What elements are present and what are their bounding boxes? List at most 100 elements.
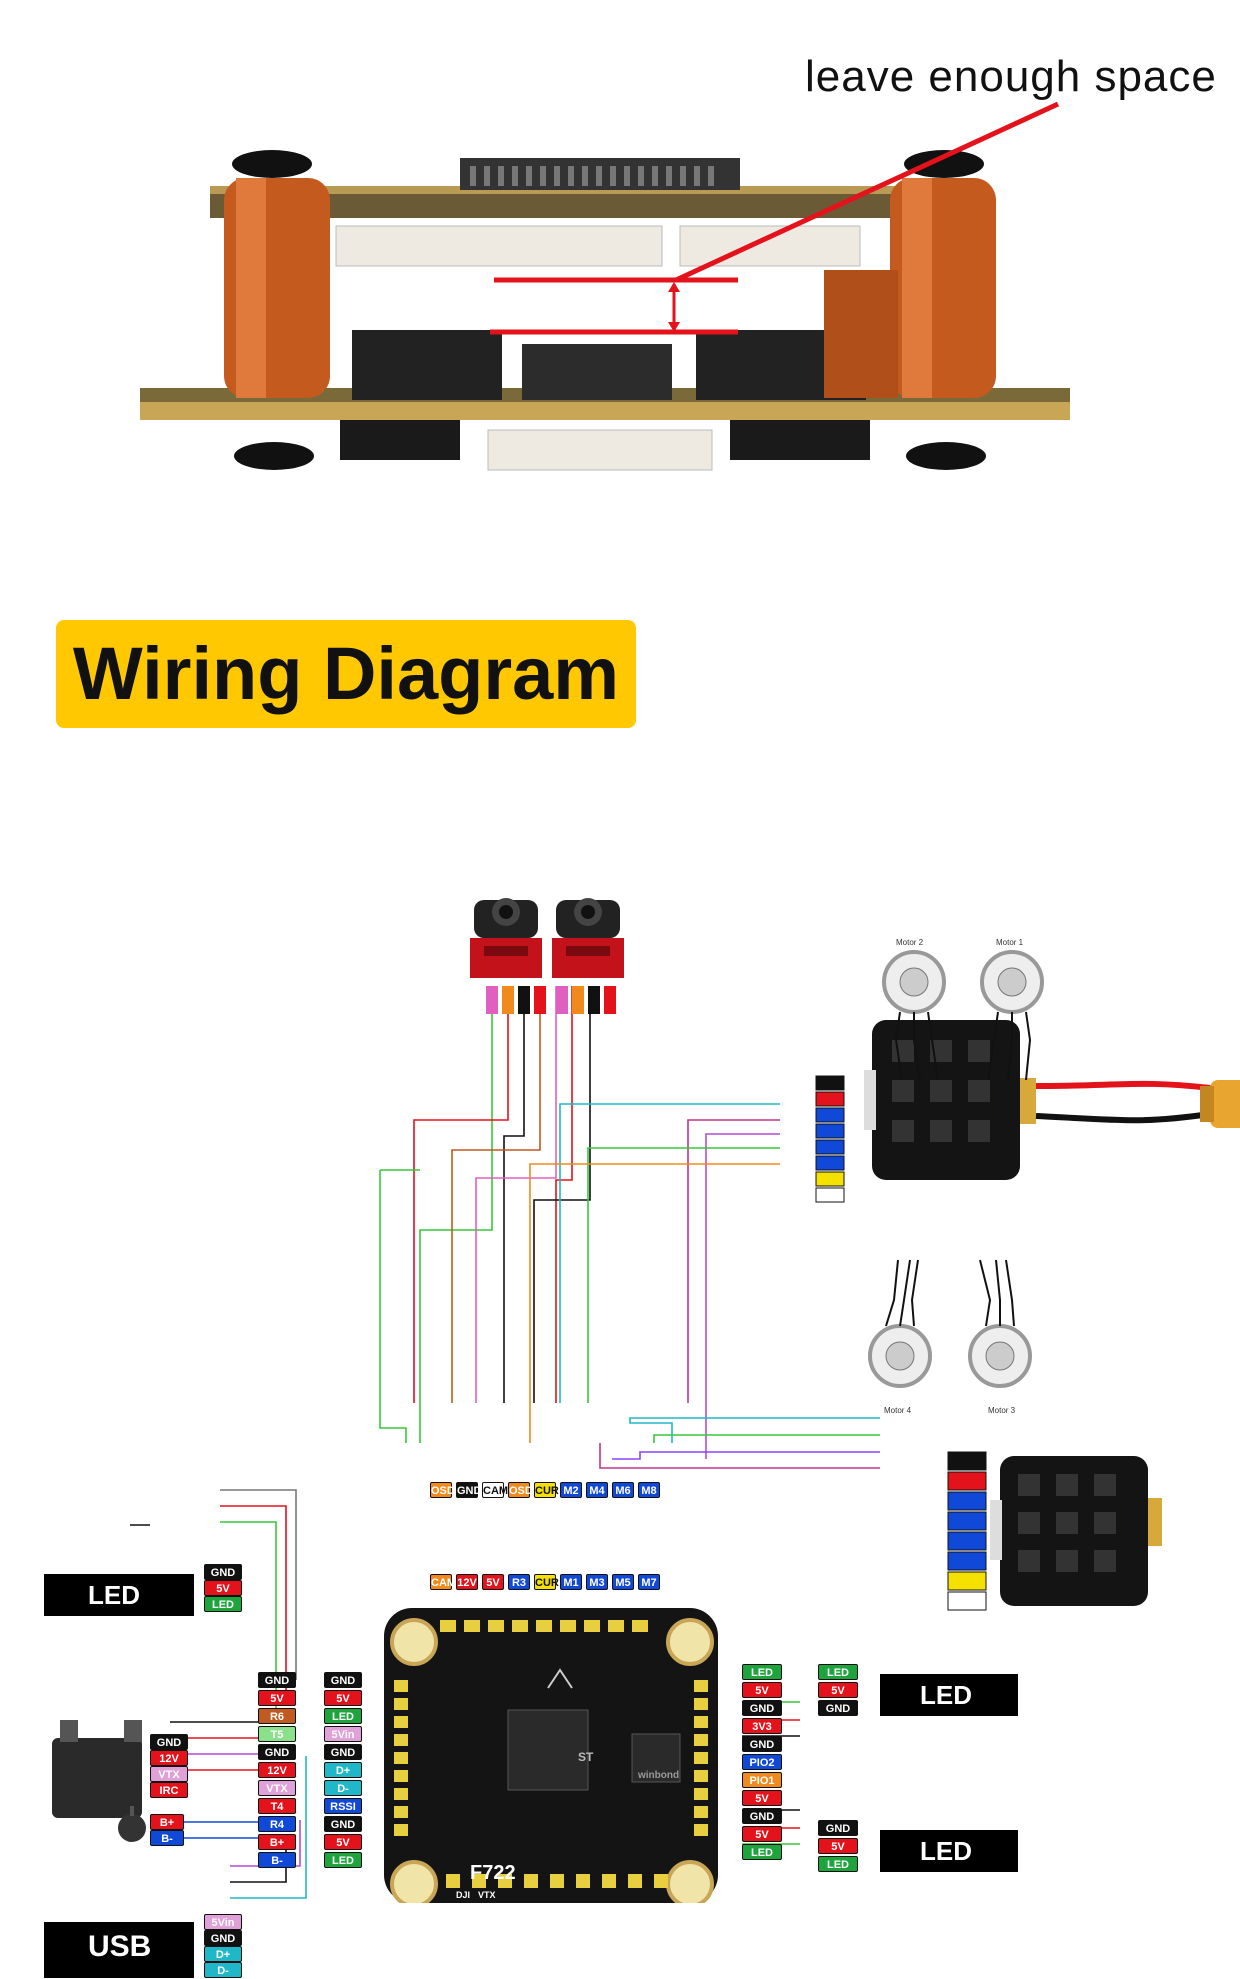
vtx-pin-4: IRC bbox=[150, 1782, 188, 1798]
led-left-label: LED bbox=[88, 1580, 140, 1610]
led-right-1-pin-1: LED bbox=[818, 1664, 858, 1680]
fc-left-pad-5: GND bbox=[324, 1744, 362, 1760]
camera-2 bbox=[470, 898, 542, 978]
mcu-chip-label: ST bbox=[578, 1750, 594, 1764]
usb-pin-1: 5Vin bbox=[204, 1914, 242, 1930]
fc-bottom-pad-7: M3 bbox=[586, 1574, 608, 1590]
motor-1-label: Motor 1 bbox=[996, 938, 1024, 947]
motor-2 bbox=[882, 950, 946, 1081]
led-right-1-pin-2: 5V bbox=[818, 1682, 858, 1698]
led-right-1-pin-3: GND bbox=[818, 1700, 858, 1716]
rx-pad-5: GND bbox=[258, 1744, 296, 1760]
buzzer-pin-2: B- bbox=[150, 1830, 184, 1846]
esc-top-pins bbox=[815, 1075, 845, 1203]
motor-1 bbox=[980, 950, 1044, 1081]
annotation-text: leave enough space bbox=[805, 52, 1217, 101]
fc-top-pad-8: M6 bbox=[612, 1482, 634, 1498]
fc-left-pad-4: 5Vin bbox=[324, 1726, 362, 1742]
fc-top-pad-6: M2 bbox=[560, 1482, 582, 1498]
led-right-2-pin-1: GND bbox=[818, 1820, 858, 1836]
fc-right-pad-3: GND bbox=[742, 1700, 782, 1716]
fc-right-pad-5: GND bbox=[742, 1736, 782, 1752]
flash-chip-label: winbond bbox=[638, 1770, 680, 1781]
motor-4 bbox=[868, 1259, 932, 1388]
page-title: Wiring Diagram bbox=[72, 632, 620, 715]
motor-4-label: Motor 4 bbox=[884, 1406, 912, 1415]
fc-left-pad-1: GND bbox=[324, 1672, 362, 1688]
rx-pad-6: 12V bbox=[258, 1762, 296, 1778]
vtx-pin-2: 12V bbox=[150, 1750, 188, 1766]
fc-bottom-pad-1: CAM1 bbox=[430, 1574, 462, 1590]
fc-right-pad-2: 5V bbox=[742, 1682, 782, 1698]
esc-4in1-mid bbox=[990, 1456, 1162, 1606]
fc-bottom-pad-6: M1 bbox=[560, 1574, 582, 1590]
fc-left-pad-2: 5V bbox=[324, 1690, 362, 1706]
fc-top-pad-7: M4 bbox=[586, 1482, 608, 1498]
fc-left-pad-11: LED bbox=[324, 1852, 362, 1868]
fc-left-pad-3: LED bbox=[324, 1708, 362, 1724]
led-right-2-pin-3: LED bbox=[818, 1856, 858, 1872]
fc-right-pad-1: LED bbox=[742, 1664, 782, 1680]
motor-3-label: Motor 3 bbox=[988, 1406, 1016, 1415]
esc-4in1-top bbox=[864, 1020, 1240, 1180]
fc-top-pad-1: OSD bbox=[430, 1482, 455, 1498]
stack-photo bbox=[140, 101, 1070, 471]
fc-bottom-pad-5: CUR bbox=[534, 1574, 559, 1590]
vtx-module bbox=[52, 1720, 142, 1818]
usb-pin-4: D- bbox=[204, 1962, 242, 1978]
fc-right-pad-7: PIO1 bbox=[742, 1772, 782, 1788]
vtx-pin-1: GND bbox=[150, 1734, 188, 1750]
fc-right-pad-8: 5V bbox=[742, 1790, 782, 1806]
rx-pad-2: 5V bbox=[258, 1690, 296, 1706]
vtx-side-label: VTX bbox=[478, 1890, 496, 1900]
wiring-diagram bbox=[52, 898, 1240, 1903]
usb-module: USB bbox=[44, 1922, 194, 1978]
rx-pad-11: B- bbox=[258, 1852, 296, 1868]
fc-right-pad-9: GND bbox=[742, 1808, 782, 1824]
camera-1 bbox=[552, 898, 624, 978]
fc-left-pad-7: D- bbox=[324, 1780, 362, 1796]
buzzer bbox=[118, 1806, 146, 1842]
esc-connector bbox=[487, 429, 713, 471]
led-left-pin-2: 5V bbox=[204, 1580, 242, 1596]
fc-right-pad-10: 5V bbox=[742, 1826, 782, 1842]
rx-pad-4: T5 bbox=[258, 1726, 296, 1742]
usb-pin-2: GND bbox=[204, 1930, 242, 1946]
fc-bottom-pad-9: M7 bbox=[638, 1574, 660, 1590]
fc-left-pad-8: RSSI bbox=[324, 1798, 362, 1814]
led-right-2-pin-2: 5V bbox=[818, 1838, 858, 1854]
usb-pin-3: D+ bbox=[204, 1946, 242, 1962]
buzzer-pin-1: B+ bbox=[150, 1814, 184, 1830]
fc-top-pad-4: OSD bbox=[508, 1482, 533, 1498]
motor-3 bbox=[968, 1259, 1032, 1388]
fc-bottom-pad-2: 12V bbox=[456, 1574, 478, 1590]
led-right-1-label: LED bbox=[920, 1680, 972, 1710]
fc-top-pad-2: GND bbox=[456, 1482, 481, 1498]
motor-2-label: Motor 2 bbox=[896, 938, 924, 947]
rx-pad-10: B+ bbox=[258, 1834, 296, 1850]
fc-top-pad-9: M8 bbox=[638, 1482, 660, 1498]
dji-label: DJI bbox=[456, 1890, 471, 1900]
vtx-pin-3: VTX bbox=[150, 1766, 188, 1782]
led-strip-left: LED bbox=[44, 1574, 194, 1616]
usb-label: USB bbox=[88, 1930, 152, 1963]
fc-top-pad-5: CUR bbox=[534, 1482, 559, 1498]
led-left-pin-1: GND bbox=[204, 1564, 242, 1580]
rx-pad-3: R6 bbox=[258, 1708, 296, 1724]
fc-right-pad-11: LED bbox=[742, 1844, 782, 1860]
led-left-pin-3: LED bbox=[204, 1596, 242, 1612]
led-strip-right-1: LED bbox=[880, 1674, 1018, 1716]
rx-pad-9: R4 bbox=[258, 1816, 296, 1832]
fc-right-pad-4: 3V3 bbox=[742, 1718, 782, 1734]
rx-pad-1: GND bbox=[258, 1672, 296, 1688]
fc-model-label: F722 bbox=[470, 1862, 516, 1884]
led-right-2-label: LED bbox=[920, 1836, 972, 1866]
fc-top-pad-3: CAM2 bbox=[482, 1482, 514, 1498]
title-badge: Wiring Diagram bbox=[56, 620, 636, 728]
fc-right-pad-6: PIO2 bbox=[742, 1754, 782, 1770]
esc-mid-pins bbox=[947, 1451, 987, 1611]
fc-bottom-pad-8: M5 bbox=[612, 1574, 634, 1590]
led-strip-right-2: LED bbox=[880, 1830, 1018, 1872]
rx-pad-8: T4 bbox=[258, 1798, 296, 1814]
flight-controller bbox=[384, 1608, 718, 1903]
